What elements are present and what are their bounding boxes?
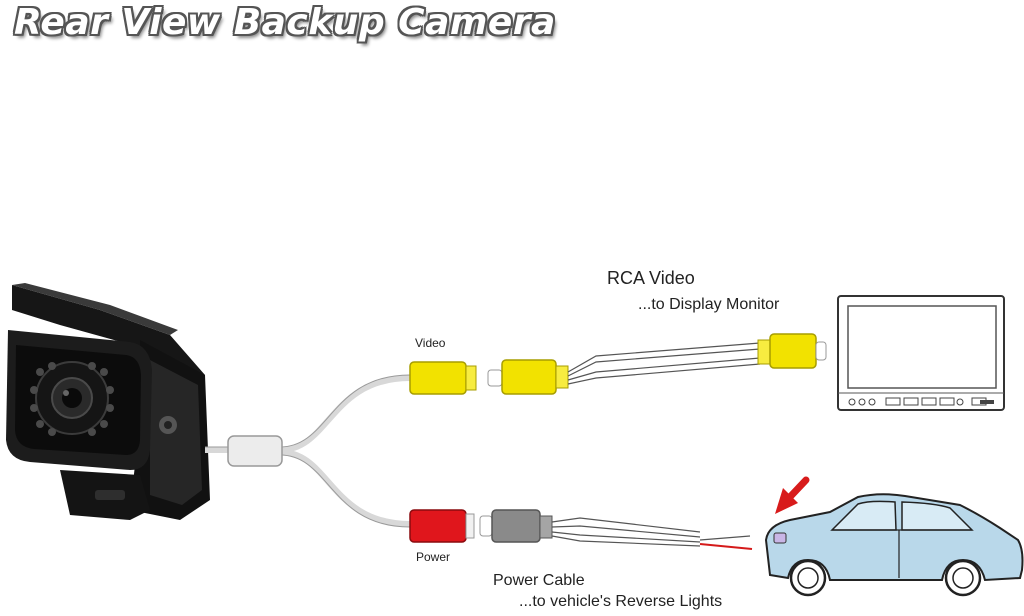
- video-label: Video: [415, 336, 446, 350]
- display-monitor-icon: [837, 295, 1005, 411]
- red-arrow-icon: [775, 476, 810, 514]
- rca-video-cable: [567, 342, 761, 385]
- monitor-connector: [757, 333, 827, 369]
- power-plug: [479, 509, 553, 543]
- backup-camera-icon: [6, 283, 210, 520]
- video-connector-female: [409, 361, 477, 395]
- page-title: Rear View Backup Camera: [14, 2, 556, 43]
- car-icon: [764, 493, 1024, 597]
- rca-video-label: RCA Video: [607, 268, 695, 288]
- power-connector: [409, 509, 475, 543]
- power-cable-label: Power Cable: [493, 572, 585, 589]
- power-label: Power: [416, 550, 451, 564]
- power-cable-sublabel: ...to vehicle's Reverse Lights: [519, 593, 723, 610]
- rca-video-sublabel: ...to Display Monitor: [638, 296, 780, 313]
- cable-splitter: [227, 435, 283, 467]
- video-connector-male: [487, 359, 569, 395]
- power-wire: [551, 517, 753, 550]
